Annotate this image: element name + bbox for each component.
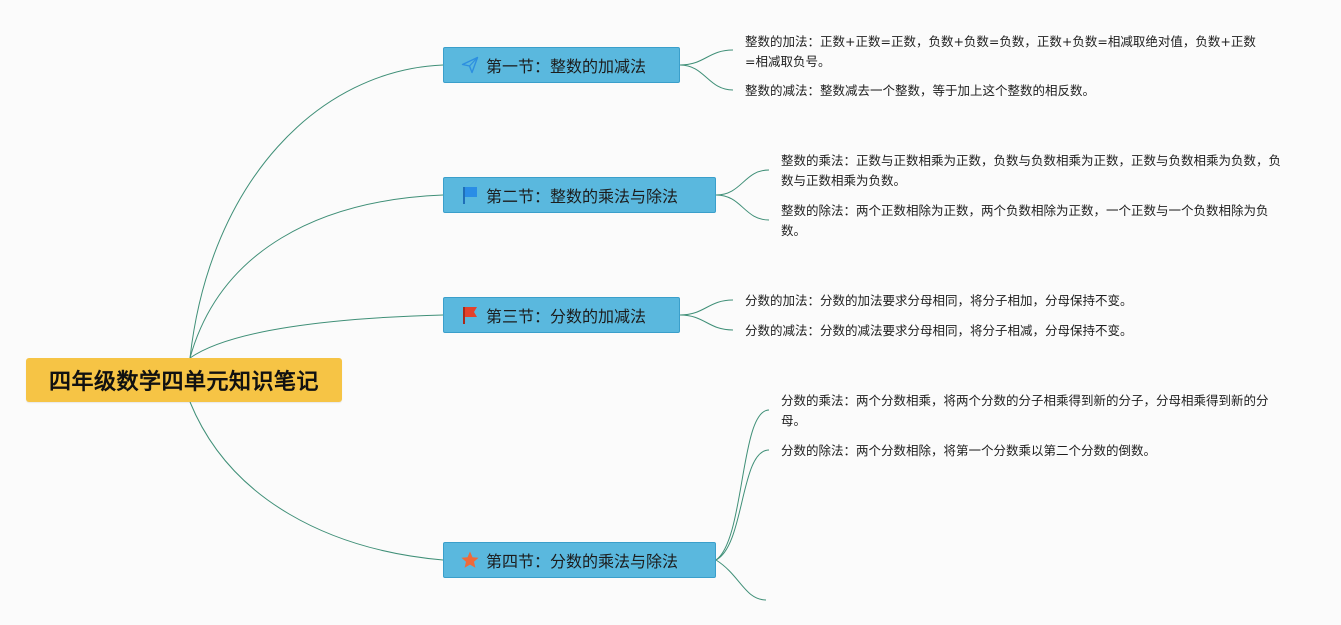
note-integer-multiplication[interactable]: 整数的乘法：正数与正数相乘为正数，负数与负数相乘为正数，正数与负数相乘为负数，负… <box>781 153 1282 188</box>
section-4-topic[interactable]: 第四节：分数的乘法与除法 <box>443 542 716 578</box>
note-fraction-addition[interactable]: 分数的加法：分数的加法要求分母相同，将分子相加，分母保持不变。 <box>745 293 1133 308</box>
connector-root-sec4 <box>189 401 444 561</box>
connector-root-sec1 <box>189 64 444 359</box>
paper-plane-icon <box>460 55 480 75</box>
connector-sec4-empty <box>715 559 767 601</box>
section-1-topic[interactable]: 第一节：整数的加减法 <box>443 47 680 83</box>
connector-sec1-note1 <box>679 49 734 66</box>
connector-sec3-note1 <box>679 299 734 316</box>
section-1-label: 第一节：整数的加减法 <box>486 57 647 76</box>
root-topic[interactable]: 四年级数学四单元知识笔记 <box>26 358 342 402</box>
section-3-topic[interactable]: 第三节：分数的加减法 <box>443 297 680 333</box>
star-icon <box>460 550 480 570</box>
connector-sec2-note2 <box>715 194 770 221</box>
note-fraction-subtraction[interactable]: 分数的减法：分数的减法要求分母相同，将分子相减，分母保持不变。 <box>745 323 1133 338</box>
section-2-topic[interactable]: 第二节：整数的乘法与除法 <box>443 177 716 213</box>
connector-root-sec3 <box>189 314 444 359</box>
connector-sec4-note2 <box>715 449 770 561</box>
section-3-label: 第三节：分数的加减法 <box>486 307 647 326</box>
section-4-label: 第四节：分数的乘法与除法 <box>486 552 679 571</box>
note-integer-addition[interactable]: 整数的加法：正数+正数=正数，负数+负数=负数，正数+负数=相减取绝对值，负数+… <box>745 34 1256 69</box>
connector-sec4-note1 <box>715 409 770 561</box>
note-fraction-division[interactable]: 分数的除法：两个分数相除，将第一个分数乘以第二个分数的倒数。 <box>781 443 1157 458</box>
connector-sec2-note1 <box>715 169 770 196</box>
section-2-label: 第二节：整数的乘法与除法 <box>486 187 679 206</box>
note-integer-division[interactable]: 整数的除法：两个正数相除为正数，两个负数相除为正数，一个正数与一个负数相除为负数… <box>781 203 1269 238</box>
note-integer-subtraction[interactable]: 整数的减法：整数减去一个整数，等于加上这个整数的相反数。 <box>745 83 1096 98</box>
connector-root-sec2 <box>189 194 444 359</box>
note-fraction-multiplication[interactable]: 分数的乘法：两个分数相乘，将两个分数的分子相乘得到新的分子，分母相乘得到新的分母… <box>781 393 1269 428</box>
connector-sec3-note2 <box>679 314 734 331</box>
blue-flag-icon <box>460 185 480 205</box>
red-flag-icon <box>460 305 480 325</box>
connector-sec1-note2 <box>679 64 734 91</box>
